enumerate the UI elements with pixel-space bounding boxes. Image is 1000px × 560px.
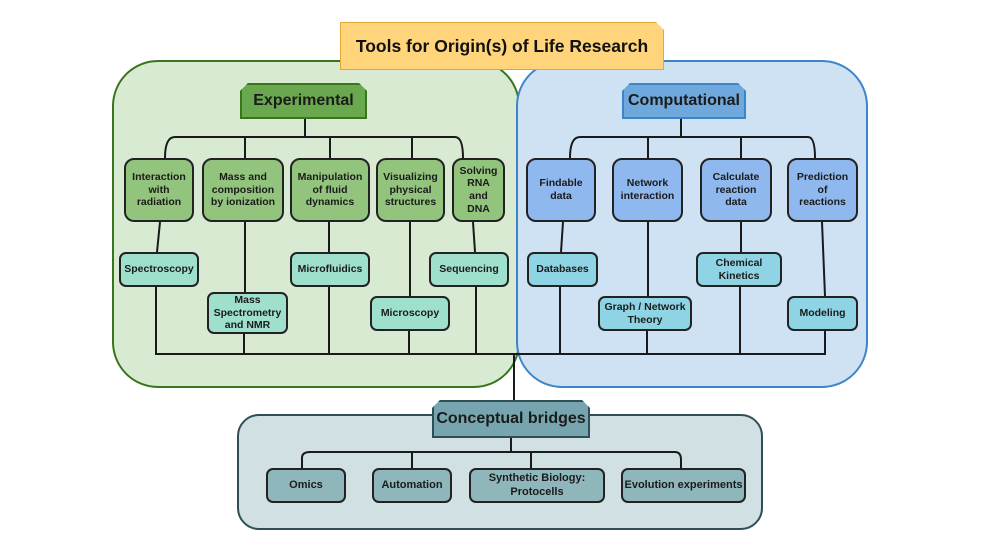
- exp-top-bus: [164, 136, 464, 159]
- experimental-header: Experimental: [240, 83, 367, 119]
- technique-label: Chemical Kinetics: [715, 256, 763, 282]
- category-label: Solving RNA and DNA: [459, 164, 498, 215]
- conceptual-bridges-header: Conceptual bridges: [432, 400, 590, 438]
- exp-category-fluid-dynamics: Manipulation of fluid dynamics: [290, 158, 370, 222]
- experimental-header-text: Experimental: [253, 92, 354, 110]
- diagram-title: Tools for Origin(s) of Life Research: [340, 22, 664, 70]
- technique-label: Sequencing: [439, 263, 499, 276]
- comp-technique-modeling: Modeling: [787, 296, 858, 331]
- bridge-item-label: Automation: [381, 478, 443, 491]
- exp-link-1: [156, 221, 161, 253]
- conceptual-bridges-header-text: Conceptual bridges: [436, 410, 586, 428]
- exp-category-rna-dna: Solving RNA and DNA: [452, 158, 505, 222]
- exp-technique-spectroscopy: Spectroscopy: [119, 252, 199, 287]
- technique-label: Microscopy: [380, 307, 440, 320]
- category-label: Prediction of reactions: [796, 171, 849, 209]
- category-label: Interaction with radiation: [132, 171, 186, 209]
- technique-label: Mass Spectrometry and NMR: [213, 294, 282, 332]
- technique-label: Modeling: [799, 307, 846, 320]
- diagram-title-text: Tools for Origin(s) of Life Research: [355, 35, 649, 56]
- comp-link-4: [821, 221, 826, 297]
- comp-top-bus: [569, 136, 816, 159]
- bridge-item-label: Synthetic Biology: Protocells: [488, 472, 586, 498]
- comp-category-prediction: Prediction of reactions: [787, 158, 858, 222]
- comp-technique-chemical-kinetics: Chemical Kinetics: [696, 252, 782, 287]
- technique-label: Microfluidics: [297, 263, 363, 276]
- bridge-item-automation: Automation: [372, 468, 452, 503]
- category-label: Manipulation of fluid dynamics: [297, 171, 363, 209]
- exp-technique-microscopy: Microscopy: [370, 296, 450, 331]
- technique-label: Databases: [536, 263, 589, 276]
- technique-label: Graph / Network Theory: [604, 300, 686, 326]
- category-label: Calculate reaction data: [712, 171, 760, 209]
- technique-label: Spectroscopy: [124, 263, 194, 276]
- comp-category-reaction-data: Calculate reaction data: [700, 158, 772, 222]
- exp-category-physical-structures: Visualizing physical structures: [376, 158, 445, 222]
- bridge-bus: [301, 451, 682, 470]
- bridge-item-evolution-experiments: Evolution experiments: [621, 468, 746, 503]
- comp-technique-databases: Databases: [527, 252, 598, 287]
- comp-link-1: [560, 221, 564, 253]
- exp-technique-microfluidics: Microfluidics: [290, 252, 370, 287]
- exp-category-ionization: Mass and composition by ionization: [202, 158, 284, 222]
- bridge-item-omics: Omics: [266, 468, 346, 503]
- comp-technique-graph-theory: Graph / Network Theory: [598, 296, 692, 331]
- exp-technique-sequencing: Sequencing: [429, 252, 509, 287]
- computational-header: Computational: [622, 83, 746, 119]
- comp-category-network-interaction: Network interaction: [612, 158, 683, 222]
- category-label: Findable data: [539, 177, 583, 202]
- bridge-item-synthetic-biology: Synthetic Biology: Protocells: [469, 468, 605, 503]
- bridge-item-label: Omics: [289, 478, 323, 491]
- exp-category-radiation: Interaction with radiation: [124, 158, 194, 222]
- comp-category-findable-data: Findable data: [526, 158, 596, 222]
- computational-header-text: Computational: [628, 92, 740, 110]
- exp-link-5: [472, 221, 476, 253]
- bridge-item-label: Evolution experiments: [624, 478, 743, 491]
- exp-technique-mass-spectrometry: Mass Spectrometry and NMR: [207, 292, 288, 334]
- category-label: Mass and composition by ionization: [210, 171, 276, 209]
- category-label: Network interaction: [620, 177, 675, 202]
- category-label: Visualizing physical structures: [383, 171, 438, 209]
